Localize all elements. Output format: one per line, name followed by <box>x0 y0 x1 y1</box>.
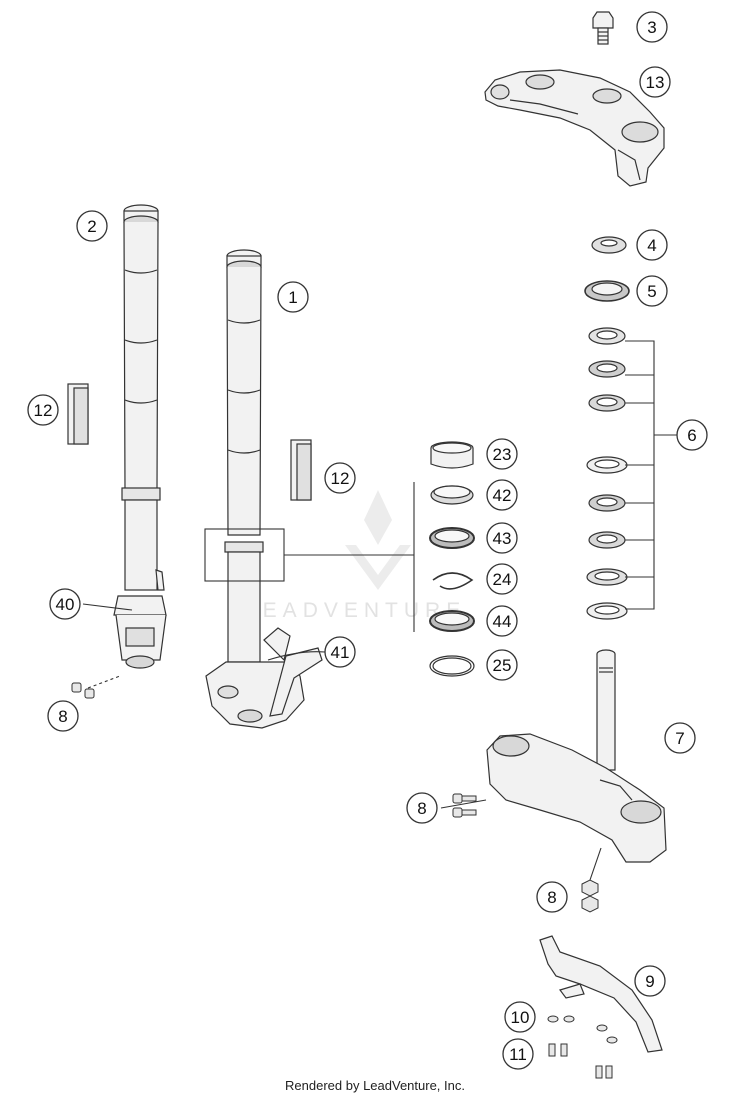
nuts-10 <box>547 1015 618 1044</box>
callout-4: 4 <box>636 229 668 261</box>
svg-text:41: 41 <box>331 643 350 662</box>
watermark-logo <box>345 490 411 590</box>
callout-43: 43 <box>486 522 518 554</box>
svg-text:12: 12 <box>331 469 350 488</box>
callout-12-right: 12 <box>324 462 356 494</box>
callout-8-mid: 8 <box>406 792 438 824</box>
svg-text:11: 11 <box>509 1045 527 1064</box>
svg-text:23: 23 <box>493 445 512 464</box>
svg-text:8: 8 <box>547 888 556 907</box>
part-washer-42 <box>430 485 474 505</box>
part-nut-4 <box>591 236 627 254</box>
leader-lines-8 <box>87 675 602 881</box>
part-clip-24 <box>432 572 474 590</box>
callout-10: 10 <box>504 1001 536 1033</box>
callout-7: 7 <box>664 722 696 754</box>
svg-text:6: 6 <box>687 426 696 445</box>
svg-text:8: 8 <box>417 799 426 818</box>
part-fork-leg-left <box>113 204 167 669</box>
callout-6: 6 <box>676 419 708 451</box>
part-pad-left <box>67 383 89 445</box>
callout-24: 24 <box>486 563 518 595</box>
callout-1: 1 <box>277 281 309 313</box>
bracket-line-6 <box>625 340 677 610</box>
callout-2: 2 <box>76 210 108 242</box>
svg-text:5: 5 <box>647 282 656 301</box>
callout-8-left: 8 <box>47 700 79 732</box>
svg-text:10: 10 <box>511 1008 530 1027</box>
part-seal-43 <box>429 527 475 549</box>
callout-25: 25 <box>486 649 518 681</box>
callout-11: 11 <box>502 1038 534 1070</box>
part-bushing-23 <box>430 441 474 469</box>
svg-text:2: 2 <box>87 217 96 236</box>
part-bolt-top <box>592 11 614 45</box>
footer-credit: Rendered by LeadVenture, Inc. <box>285 1078 465 1093</box>
svg-text:44: 44 <box>493 612 512 631</box>
svg-text:25: 25 <box>493 656 512 675</box>
svg-text:7: 7 <box>675 729 684 748</box>
watermark-text: LEADVENTURE <box>245 599 466 622</box>
callout-41: 41 <box>324 636 356 668</box>
svg-text:13: 13 <box>646 73 665 92</box>
part-bearing-stack-6 <box>586 327 628 620</box>
callout-8-lower: 8 <box>536 881 568 913</box>
part-ring-25 <box>429 655 475 677</box>
svg-text:40: 40 <box>56 595 75 614</box>
callout-44: 44 <box>486 605 518 637</box>
svg-text:8: 8 <box>58 707 67 726</box>
callout-42: 42 <box>486 479 518 511</box>
part-fork-leg-right <box>205 249 323 729</box>
svg-text:9: 9 <box>645 972 654 991</box>
svg-text:12: 12 <box>34 401 53 420</box>
part-seal-5 <box>584 280 630 302</box>
part-pad-right <box>290 439 312 501</box>
callout-3: 3 <box>636 11 668 43</box>
svg-text:1: 1 <box>288 288 297 307</box>
part-bracket <box>539 935 663 1053</box>
svg-text:3: 3 <box>647 18 656 37</box>
callout-40: 40 <box>49 588 81 620</box>
nuts-8-lower <box>581 879 599 913</box>
svg-text:4: 4 <box>647 236 656 255</box>
detail-box-lines <box>204 482 415 632</box>
callout-9: 9 <box>634 965 666 997</box>
callout-23: 23 <box>486 438 518 470</box>
svg-text:43: 43 <box>493 529 512 548</box>
watermark: LEADVENTURE <box>245 490 466 622</box>
part-lower-triple-clamp <box>486 649 667 863</box>
bolts-11 <box>548 1043 613 1079</box>
part-upper-triple-clamp <box>484 69 665 187</box>
bolts-8-left <box>71 682 95 699</box>
bolts-8-right <box>452 793 477 818</box>
leader-lines-40-41 <box>82 603 326 661</box>
part-seal-44 <box>429 610 475 632</box>
callout-5: 5 <box>636 275 668 307</box>
callout-12-left: 12 <box>27 394 59 426</box>
svg-text:24: 24 <box>493 570 512 589</box>
svg-text:42: 42 <box>493 486 512 505</box>
callout-13: 13 <box>639 66 671 98</box>
